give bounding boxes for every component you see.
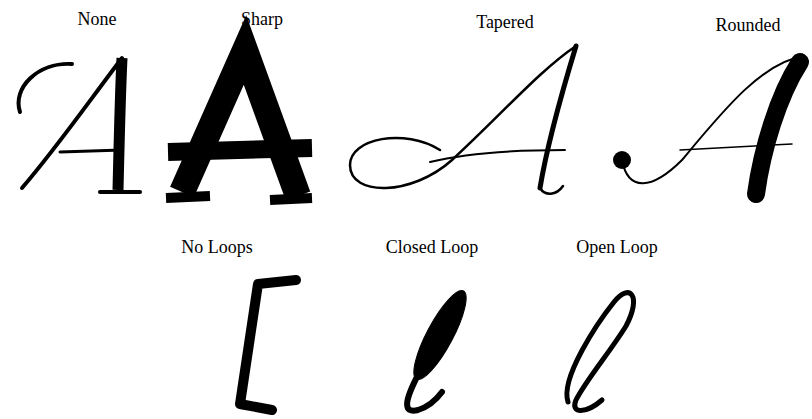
feature-label: Rounded bbox=[716, 16, 781, 36]
feature-label: Closed Loop bbox=[386, 238, 479, 258]
feature-label: Tapered bbox=[476, 13, 534, 33]
letter-l-open-loop bbox=[567, 293, 634, 411]
feature-label: No Loops bbox=[181, 238, 253, 258]
letter-l-no-loops bbox=[240, 280, 296, 410]
feature-label: Sharp bbox=[241, 10, 283, 30]
letter-a-none bbox=[19, 58, 140, 192]
letter-a-rounded bbox=[613, 56, 804, 194]
feature-label: Open Loop bbox=[576, 238, 657, 258]
feature-label: None bbox=[78, 10, 117, 30]
letter-l-closed-loop bbox=[405, 285, 475, 411]
letter-a-tapered bbox=[350, 46, 576, 194]
letter-a-sharp bbox=[166, 50, 312, 200]
